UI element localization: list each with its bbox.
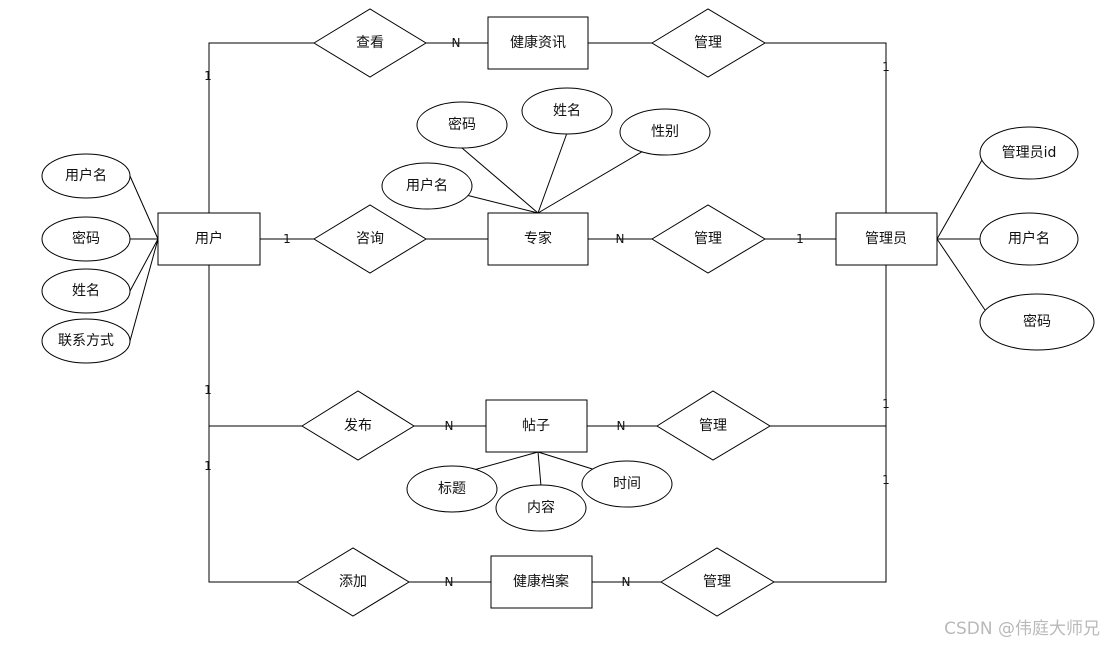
attr-expert-username: 用户名 bbox=[381, 162, 473, 210]
relation-publish: 发布 bbox=[301, 390, 415, 461]
attr-admin-password: 密码 bbox=[979, 293, 1095, 351]
entity-post: 帖子 bbox=[485, 399, 588, 453]
entity-user-label: 用户 bbox=[195, 230, 223, 247]
relation-publish-label: 发布 bbox=[344, 418, 372, 434]
relation-view-label: 查看 bbox=[356, 35, 384, 51]
relation-manage-post-label: 管理 bbox=[699, 418, 727, 434]
attr-admin-password-label: 密码 bbox=[1023, 313, 1051, 330]
relation-manage-post: 管理 bbox=[656, 390, 771, 461]
edge-manage-admin-record bbox=[774, 426, 887, 583]
edge-attr-expert-gender bbox=[537, 149, 646, 214]
card-post-manage: N bbox=[617, 419, 626, 433]
cardinalities: 1 N 1 1 N 1 1 N N 1 1 N N 1 bbox=[204, 36, 890, 589]
attr-user-username-label: 用户名 bbox=[65, 167, 107, 184]
edge-attr-admin-password bbox=[936, 238, 986, 311]
attr-post-time-label: 时间 bbox=[613, 476, 641, 492]
card-manage-admin: 1 bbox=[796, 232, 804, 246]
attr-post-time: 时间 bbox=[581, 460, 673, 508]
edge-user-add bbox=[208, 426, 297, 583]
card-publish-post: N bbox=[445, 419, 454, 433]
attributes: 用户名 密码 姓名 联系方式 密码 姓名 性别 用户名 bbox=[41, 87, 1095, 532]
connectors bbox=[129, 42, 986, 583]
edge-attr-expert-name bbox=[537, 132, 568, 214]
card-user-publish: 1 bbox=[204, 383, 212, 397]
edge-user-view bbox=[208, 42, 314, 213]
entity-record-label: 健康档案 bbox=[513, 573, 569, 590]
attr-expert-gender-label: 性别 bbox=[651, 124, 679, 140]
relation-add: 添加 bbox=[296, 547, 410, 617]
attr-user-name: 姓名 bbox=[41, 268, 131, 314]
attr-expert-name-label: 姓名 bbox=[553, 103, 581, 119]
attr-expert-password-label: 密码 bbox=[448, 116, 476, 133]
entity-expert: 专家 bbox=[487, 212, 589, 266]
attr-post-content: 内容 bbox=[495, 484, 587, 532]
edge-attr-expert-password bbox=[461, 147, 539, 214]
edge-attr-user-contact bbox=[129, 238, 159, 342]
edge-attr-admin-id bbox=[936, 159, 983, 240]
relationships: 查看 管理 咨询 管理 发布 管理 添加 管理 bbox=[296, 8, 775, 617]
card-admin-post: 1 bbox=[882, 397, 890, 411]
attr-user-username: 用户名 bbox=[41, 153, 131, 199]
watermark: CSDN @伟庭大师兄 bbox=[944, 619, 1100, 639]
entity-admin: 管理员 bbox=[835, 212, 938, 266]
attr-admin-username-label: 用户名 bbox=[1008, 230, 1050, 247]
attr-user-name-label: 姓名 bbox=[72, 283, 100, 299]
attr-post-title: 标题 bbox=[406, 465, 498, 513]
attr-user-password: 密码 bbox=[41, 216, 131, 262]
card-user-view: 1 bbox=[204, 69, 212, 83]
entity-user: 用户 bbox=[157, 212, 261, 266]
entity-news: 健康资讯 bbox=[487, 16, 589, 70]
edge-attr-user-username bbox=[129, 175, 159, 240]
relation-consult: 咨询 bbox=[313, 204, 427, 274]
entities: 用户 健康资讯 专家 管理员 帖子 健康档案 bbox=[157, 16, 938, 609]
attr-expert-password: 密码 bbox=[416, 101, 508, 149]
attr-user-password-label: 密码 bbox=[72, 230, 100, 247]
relation-manage-news-label: 管理 bbox=[694, 35, 722, 51]
attr-admin-id-label: 管理员id bbox=[1002, 145, 1057, 161]
edge-attr-post-content bbox=[537, 451, 542, 487]
entity-news-label: 健康资讯 bbox=[510, 34, 566, 51]
relation-add-label: 添加 bbox=[339, 574, 367, 590]
relation-manage-expert-label: 管理 bbox=[694, 231, 722, 247]
entity-record: 健康档案 bbox=[490, 555, 593, 609]
relation-manage-record: 管理 bbox=[660, 547, 775, 617]
relation-manage-record-label: 管理 bbox=[703, 574, 731, 590]
entity-post-label: 帖子 bbox=[522, 418, 550, 434]
card-admin-record: 1 bbox=[882, 473, 890, 487]
attr-post-title-label: 标题 bbox=[438, 481, 466, 497]
edge-attr-post-time bbox=[537, 451, 603, 473]
card-add-record: N bbox=[445, 575, 454, 589]
edge-manage-admin-top bbox=[765, 42, 887, 213]
attr-user-contact-label: 联系方式 bbox=[58, 333, 114, 349]
card-expert-manage: N bbox=[616, 232, 625, 246]
entity-admin-label: 管理员 bbox=[865, 231, 907, 247]
card-user-consult: 1 bbox=[283, 232, 291, 246]
edge-attr-user-name bbox=[129, 238, 159, 292]
edge-attr-expert-username bbox=[465, 194, 539, 214]
card-admin-news: 1 bbox=[882, 60, 890, 74]
attr-expert-username-label: 用户名 bbox=[406, 177, 448, 194]
attr-expert-name: 姓名 bbox=[521, 87, 613, 135]
edge-user-publish bbox=[208, 265, 302, 427]
edge-manage-admin-post bbox=[770, 265, 887, 427]
relation-manage-news: 管理 bbox=[651, 8, 766, 78]
relation-consult-label: 咨询 bbox=[356, 231, 384, 247]
relation-manage-expert: 管理 bbox=[651, 204, 766, 274]
attr-post-content-label: 内容 bbox=[527, 499, 555, 516]
attr-expert-gender: 性别 bbox=[619, 108, 711, 156]
attr-admin-username: 用户名 bbox=[979, 212, 1079, 266]
attr-user-contact: 联系方式 bbox=[41, 318, 131, 364]
card-user-add: 1 bbox=[204, 459, 212, 473]
entity-expert-label: 专家 bbox=[524, 230, 552, 247]
card-record-manage: N bbox=[622, 575, 631, 589]
attr-admin-id: 管理员id bbox=[979, 126, 1079, 180]
relation-view: 查看 bbox=[313, 8, 427, 78]
card-view-news: N bbox=[452, 36, 461, 50]
